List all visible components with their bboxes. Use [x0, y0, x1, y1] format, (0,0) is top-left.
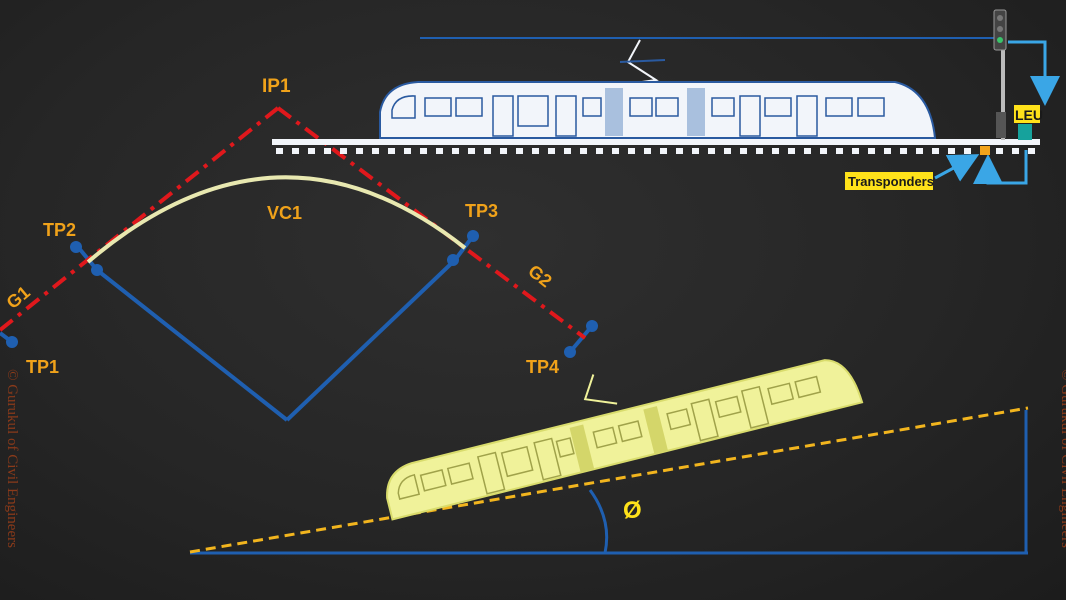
watermark-left: © Gurukul of Civil Engineers	[3, 369, 20, 548]
sleeper	[468, 148, 475, 154]
point-tp1	[6, 336, 18, 348]
label-tp3: TP3	[465, 201, 498, 221]
point-tp3	[467, 230, 479, 242]
slope-line	[189, 406, 1029, 554]
sleeper	[628, 148, 635, 154]
vertical-curve-vc1	[86, 175, 467, 264]
sleeper	[948, 148, 955, 154]
sleeper	[548, 148, 555, 154]
point-tp3-b	[447, 254, 459, 266]
sleeper	[644, 148, 651, 154]
sleeper	[516, 148, 523, 154]
sleeper	[596, 148, 603, 154]
sleeper	[388, 148, 395, 154]
sleeper	[708, 148, 715, 154]
watermark-right: © Gurukul of Civil Engineers	[1057, 369, 1066, 548]
sleeper	[692, 148, 699, 154]
sleeper	[756, 148, 763, 154]
transponder-pointer	[934, 154, 980, 182]
traffic-signal-icon	[993, 9, 1007, 140]
label-tp1: TP1	[26, 357, 59, 377]
sleepers	[276, 148, 1035, 154]
top-track-group: LEU Transponders	[272, 9, 1060, 190]
sleeper	[436, 148, 443, 154]
sleeper	[340, 148, 347, 154]
gradient-group: Ø	[189, 359, 1029, 555]
label-transponders: Transponders	[848, 174, 934, 189]
sleeper	[1028, 148, 1035, 154]
tangent-g2	[276, 106, 587, 340]
sleeper	[996, 148, 1003, 154]
label-g2: G2	[524, 261, 555, 292]
sleeper	[484, 148, 491, 154]
tram-icon	[386, 359, 864, 521]
sleeper	[532, 148, 539, 154]
sleeper	[420, 148, 427, 154]
point-tp2-b	[91, 264, 103, 276]
sleeper	[276, 148, 283, 154]
top-rail	[272, 139, 1040, 145]
sleeper	[932, 148, 939, 154]
label-tp4: TP4	[526, 357, 559, 377]
label-vc1: VC1	[267, 203, 302, 223]
sleeper	[836, 148, 843, 154]
angle-arc-icon	[588, 489, 609, 554]
sleeper	[660, 148, 667, 154]
sleeper	[900, 148, 907, 154]
sleeper	[292, 148, 299, 154]
label-phi: Ø	[623, 497, 642, 524]
transponder-icon	[980, 146, 990, 155]
leu-box-bg	[1014, 105, 1040, 123]
sleeper	[740, 148, 747, 154]
sleeper	[884, 148, 891, 154]
point-tp4-b	[564, 346, 576, 358]
sleeper	[916, 148, 923, 154]
sleeper	[372, 148, 379, 154]
point-tp4	[586, 320, 598, 332]
sleeper	[964, 148, 971, 154]
sleeper	[1012, 148, 1019, 154]
sleeper	[564, 148, 571, 154]
signal-to-leu-arrow	[1008, 40, 1060, 106]
vertical-curve-group	[0, 106, 598, 422]
sleeper	[852, 148, 859, 154]
label-tp2: TP2	[43, 220, 76, 240]
leu-to-transponder-line	[973, 150, 1028, 185]
sleeper	[404, 148, 411, 154]
sleeper	[580, 148, 587, 154]
sleeper	[612, 148, 619, 154]
sleeper	[452, 148, 459, 154]
sleeper	[500, 148, 507, 154]
radius-line-left	[95, 268, 289, 422]
sleeper	[868, 148, 875, 154]
pantograph-arm	[619, 59, 666, 63]
sleeper	[772, 148, 779, 154]
leu-unit	[1018, 124, 1032, 140]
sleeper	[324, 148, 331, 154]
sleeper	[820, 148, 827, 154]
sleeper	[724, 148, 731, 154]
tangent-g1	[0, 106, 280, 332]
label-ip1: IP1	[262, 76, 291, 97]
sleeper	[788, 148, 795, 154]
label-leu: LEU	[1015, 107, 1043, 123]
point-tp2	[70, 241, 82, 253]
tram-icon	[379, 81, 937, 139]
sleeper	[308, 148, 315, 154]
sleeper	[356, 148, 363, 154]
transponders-label-bg	[845, 172, 933, 190]
sleeper	[676, 148, 683, 154]
sleeper	[804, 148, 811, 154]
radius-line-right	[285, 258, 457, 422]
